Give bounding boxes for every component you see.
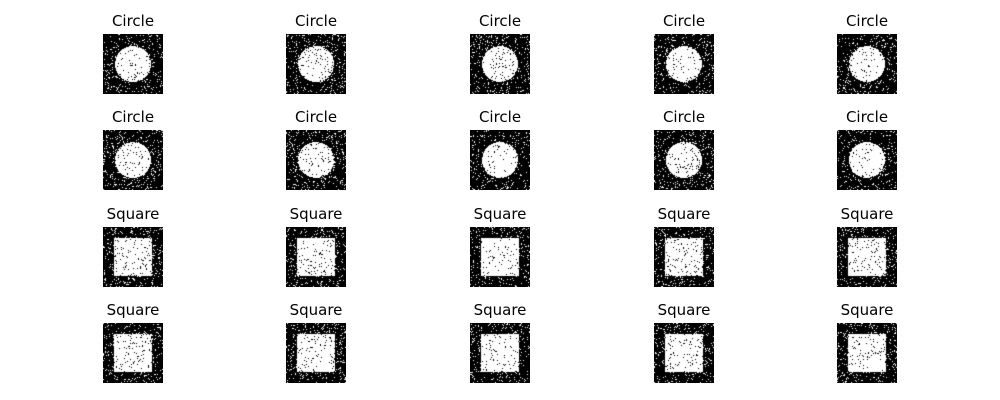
noisy-square-image — [103, 227, 163, 287]
panel-title: Square — [106, 205, 160, 223]
panel-title: Square — [106, 301, 160, 319]
panel-square: Square — [103, 205, 163, 289]
panel-circle: Circle — [103, 108, 163, 192]
panel-title: Square — [657, 205, 711, 223]
panel-title: Circle — [845, 108, 889, 126]
panel-circle: Circle — [654, 108, 714, 192]
panel-title: Circle — [478, 12, 522, 30]
panel-square: Square — [286, 205, 346, 289]
panel-title: Square — [473, 301, 527, 319]
noisy-circle-image — [103, 130, 163, 190]
panel-title: Square — [473, 205, 527, 223]
panel-square: Square — [837, 205, 897, 289]
noisy-square-image — [837, 323, 897, 383]
noisy-circle-image — [470, 34, 530, 94]
noisy-circle-image — [286, 130, 346, 190]
panel-square: Square — [470, 205, 530, 289]
panel-circle: Circle — [837, 12, 897, 96]
noisy-square-image — [286, 227, 346, 287]
panel-title: Circle — [662, 12, 706, 30]
panel-circle: Circle — [654, 12, 714, 96]
panel-square: Square — [837, 301, 897, 385]
panel-square: Square — [654, 205, 714, 289]
panel-title: Square — [657, 301, 711, 319]
noisy-square-image — [470, 227, 530, 287]
panel-circle: Circle — [286, 108, 346, 192]
panel-square: Square — [470, 301, 530, 385]
panel-circle: Circle — [103, 12, 163, 96]
noisy-circle-image — [837, 130, 897, 190]
panel-title: Circle — [111, 12, 155, 30]
noisy-square-image — [837, 227, 897, 287]
noisy-circle-image — [470, 130, 530, 190]
panel-square: Square — [103, 301, 163, 385]
panel-circle: Circle — [470, 108, 530, 192]
noisy-square-image — [470, 323, 530, 383]
panel-title: Circle — [294, 108, 338, 126]
panel-square: Square — [286, 301, 346, 385]
panel-title: Circle — [662, 108, 706, 126]
noisy-square-image — [103, 323, 163, 383]
panel-title: Circle — [478, 108, 522, 126]
panel-title: Square — [840, 205, 894, 223]
noisy-circle-image — [837, 34, 897, 94]
panel-title: Square — [289, 205, 343, 223]
noisy-circle-image — [103, 34, 163, 94]
noisy-square-image — [654, 227, 714, 287]
noisy-square-image — [654, 323, 714, 383]
noisy-square-image — [286, 323, 346, 383]
panel-circle: Circle — [286, 12, 346, 96]
panel-title: Circle — [845, 12, 889, 30]
panel-title: Circle — [111, 108, 155, 126]
panel-title: Square — [289, 301, 343, 319]
panel-title: Square — [840, 301, 894, 319]
panel-square: Square — [654, 301, 714, 385]
noisy-circle-image — [654, 130, 714, 190]
panel-circle: Circle — [837, 108, 897, 192]
panel-title: Circle — [294, 12, 338, 30]
noisy-circle-image — [654, 34, 714, 94]
panel-circle: Circle — [470, 12, 530, 96]
noisy-circle-image — [286, 34, 346, 94]
